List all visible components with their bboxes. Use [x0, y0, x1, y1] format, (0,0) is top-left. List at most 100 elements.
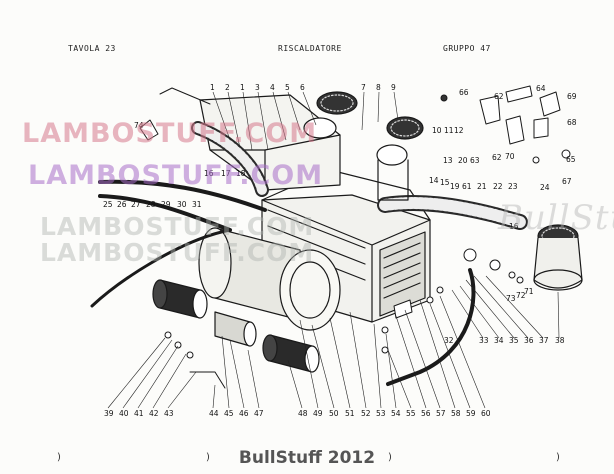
- binding-hole-mark: ): [388, 452, 392, 463]
- part-number-19: 19: [450, 182, 460, 191]
- part-number-7: 7: [361, 83, 366, 92]
- part-number-53: 53: [376, 409, 386, 418]
- part-number-48: 48: [298, 409, 308, 418]
- part-number-37: 37: [539, 336, 549, 345]
- left-fan-drum: [152, 279, 208, 319]
- fan-motor: [214, 311, 257, 347]
- part-number-59: 59: [466, 409, 476, 418]
- right-corrugated-hose: [377, 195, 528, 230]
- part-number-25: 25: [103, 200, 113, 209]
- part-number-63: 63: [470, 156, 480, 165]
- table-number-label: TAVOLA 23: [68, 44, 116, 53]
- part-number-62b: 62: [492, 153, 502, 162]
- part-number-21: 21: [477, 182, 487, 191]
- leader-lines: [107, 91, 560, 409]
- part-number-52: 52: [361, 409, 371, 418]
- part-number-71: 71: [524, 287, 534, 296]
- part-number-46: 46: [239, 409, 249, 418]
- part-number-22: 22: [493, 182, 503, 191]
- part-number-49: 49: [313, 409, 323, 418]
- part-number-12: 12: [454, 126, 464, 135]
- binding-hole-mark: ): [57, 452, 61, 463]
- part-number-54: 54: [391, 409, 401, 418]
- right-outlet-vent: [533, 224, 583, 291]
- part-number-1: 1: [210, 83, 215, 92]
- part-number-70: 70: [505, 152, 515, 161]
- part-number-20: 20: [458, 156, 468, 165]
- part-number-10: 10: [432, 126, 442, 135]
- watermark-text: LAMBOSTUFF.COM: [40, 212, 315, 241]
- part-number-57: 57: [436, 409, 446, 418]
- part-number-65: 65: [566, 155, 576, 164]
- part-number-15: 15: [440, 178, 450, 187]
- part-number-40: 40: [119, 409, 129, 418]
- part-number-44: 44: [209, 409, 219, 418]
- part-number-39: 39: [104, 409, 114, 418]
- part-number-5: 5: [285, 83, 290, 92]
- part-number-13: 13: [443, 156, 453, 165]
- part-number-33: 33: [479, 336, 489, 345]
- part-number-34: 34: [494, 336, 504, 345]
- part-number-42: 42: [149, 409, 159, 418]
- part-number-17: 17: [221, 169, 231, 178]
- watermark-text: LAMBOSTUFF.COM: [40, 238, 315, 267]
- upper-duct-cover: [199, 94, 341, 191]
- part-number-31: 31: [192, 200, 202, 209]
- part-number-35: 35: [509, 336, 519, 345]
- watermark-text: LAMBOSTUFF.COM: [28, 160, 324, 191]
- part-number-16: 16: [204, 169, 214, 178]
- part-number-4: 4: [270, 83, 275, 92]
- small-brackets: [139, 85, 571, 284]
- small-hardware: [164, 286, 444, 389]
- part-number-51: 51: [345, 409, 355, 418]
- part-number-8: 8: [376, 83, 381, 92]
- footer-credit: BullStuff 2012: [238, 448, 376, 468]
- part-number-29: 29: [161, 200, 171, 209]
- part-number-26: 26: [117, 200, 127, 209]
- group-number-label: GRUPPO 47: [443, 44, 491, 53]
- watermark-text: LAMBOSTUFF.COM: [22, 118, 318, 149]
- watermark-text: BullStuff: [498, 198, 614, 238]
- part-number-2: 2: [225, 83, 230, 92]
- part-number-66: 66: [459, 88, 469, 97]
- binding-hole-mark: ): [556, 452, 560, 463]
- left-corrugated-hose: [191, 121, 269, 197]
- right-fan-drum: [262, 334, 320, 373]
- part-number-47: 47: [254, 409, 264, 418]
- part-number-24: 24: [540, 183, 550, 192]
- part-number-41: 41: [134, 409, 144, 418]
- part-number-16b: 16: [509, 222, 519, 231]
- part-number-61: 61: [462, 182, 472, 191]
- part-number-27: 27: [131, 200, 141, 209]
- part-number-72: 72: [516, 291, 526, 300]
- part-number-9: 9: [391, 83, 396, 92]
- part-number-73: 73: [506, 294, 516, 303]
- part-number-58: 58: [451, 409, 461, 418]
- part-number-68: 68: [567, 118, 577, 127]
- part-number-62: 62: [494, 92, 504, 101]
- part-number-6: 6: [300, 83, 305, 92]
- binding-hole-mark: ): [206, 452, 210, 463]
- part-number-11: 11: [444, 126, 454, 135]
- part-number-56: 56: [421, 409, 431, 418]
- part-number-45: 45: [224, 409, 234, 418]
- part-number-32: 32: [444, 336, 454, 345]
- part-number-64: 64: [536, 84, 546, 93]
- top-vent-grilles: [303, 91, 424, 201]
- part-number-1b: 1: [240, 83, 245, 92]
- part-number-55: 55: [406, 409, 416, 418]
- part-number-60: 60: [481, 409, 491, 418]
- part-number-23: 23: [508, 182, 518, 191]
- part-number-69: 69: [567, 92, 577, 101]
- part-number-43: 43: [164, 409, 174, 418]
- part-number-38: 38: [555, 336, 565, 345]
- assembly-title: RISCALDATORE: [278, 44, 342, 53]
- part-number-30: 30: [177, 200, 187, 209]
- part-number-67: 67: [562, 177, 572, 186]
- part-number-3: 3: [255, 83, 260, 92]
- part-number-74: 74: [134, 121, 144, 130]
- part-number-50: 50: [329, 409, 339, 418]
- part-number-18: 18: [236, 169, 246, 178]
